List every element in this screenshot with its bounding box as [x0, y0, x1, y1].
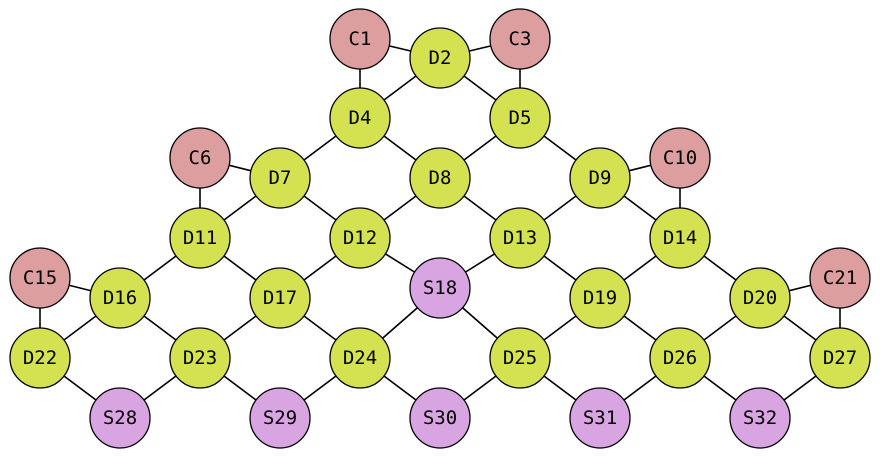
node-S29: S29: [249, 387, 311, 449]
node-circle: [809, 327, 871, 389]
node-label: S18: [423, 277, 457, 299]
node-D9: D9: [569, 147, 631, 209]
node-circle: [9, 247, 71, 309]
node-label: D8: [429, 167, 452, 189]
node-label: D19: [583, 287, 617, 309]
node-circle: [569, 267, 631, 329]
node-D5: D5: [489, 87, 551, 149]
node-label: D14: [663, 227, 697, 249]
node-circle: [249, 267, 311, 329]
node-circle: [169, 127, 231, 189]
node-circle: [329, 8, 391, 70]
node-D17: D17: [249, 267, 311, 329]
node-label: C1: [349, 28, 372, 50]
node-D13: D13: [489, 207, 551, 269]
node-circle: [489, 8, 551, 70]
node-circle: [409, 147, 471, 209]
node-label: D17: [263, 287, 297, 309]
node-C15: C15: [9, 247, 71, 309]
node-label: D25: [503, 347, 537, 369]
node-circle: [409, 257, 471, 319]
node-circle: [9, 327, 71, 389]
node-D23: D23: [169, 327, 231, 389]
node-D20: D20: [729, 267, 791, 329]
node-circle: [329, 87, 391, 149]
node-label: D22: [23, 347, 57, 369]
node-circle: [249, 147, 311, 209]
node-S31: S31: [569, 387, 631, 449]
node-D24: D24: [329, 327, 391, 389]
node-D8: D8: [409, 147, 471, 209]
node-label: C10: [663, 147, 697, 169]
node-circle: [89, 387, 151, 449]
node-circle: [89, 267, 151, 329]
node-label: C6: [189, 147, 212, 169]
node-C10: C10: [649, 127, 711, 189]
node-circle: [329, 207, 391, 269]
node-label: S29: [263, 407, 297, 429]
node-label: D23: [183, 347, 217, 369]
node-C6: C6: [169, 127, 231, 189]
node-label: D5: [509, 107, 532, 129]
node-circle: [169, 207, 231, 269]
node-label: S31: [583, 407, 617, 429]
node-circle: [489, 87, 551, 149]
node-label: C3: [509, 28, 532, 50]
node-circle: [409, 387, 471, 449]
node-S32: S32: [729, 387, 791, 449]
node-circle: [569, 147, 631, 209]
node-C3: C3: [489, 8, 551, 70]
node-label: D16: [103, 287, 137, 309]
node-D12: D12: [329, 207, 391, 269]
node-S30: S30: [409, 387, 471, 449]
node-label: D13: [503, 227, 537, 249]
node-D2: D2: [409, 27, 471, 89]
node-C21: C21: [809, 247, 871, 309]
node-circle: [729, 387, 791, 449]
node-circle: [489, 207, 551, 269]
node-label: D9: [589, 167, 612, 189]
node-circle: [569, 387, 631, 449]
node-label: S28: [103, 407, 137, 429]
node-circle: [729, 267, 791, 329]
node-circle: [169, 327, 231, 389]
node-D14: D14: [649, 207, 711, 269]
node-label: S32: [743, 407, 777, 429]
node-circle: [329, 327, 391, 389]
node-D4: D4: [329, 87, 391, 149]
node-D16: D16: [89, 267, 151, 329]
node-label: D20: [743, 287, 777, 309]
node-label: D4: [349, 107, 372, 129]
node-S18: S18: [409, 257, 471, 319]
node-label: C15: [23, 267, 57, 289]
node-S28: S28: [89, 387, 151, 449]
node-D22: D22: [9, 327, 71, 389]
node-D26: D26: [649, 327, 711, 389]
node-circle: [249, 387, 311, 449]
node-D11: D11: [169, 207, 231, 269]
node-label: D27: [823, 347, 857, 369]
node-D25: D25: [489, 327, 551, 389]
node-label: D24: [343, 347, 377, 369]
node-label: D12: [343, 227, 377, 249]
node-label: S30: [423, 407, 457, 429]
graph-edges: [39, 38, 841, 419]
node-label: D7: [269, 167, 292, 189]
node-circle: [489, 327, 551, 389]
node-label: D11: [183, 227, 217, 249]
node-circle: [649, 127, 711, 189]
node-D7: D7: [249, 147, 311, 209]
node-label: D26: [663, 347, 697, 369]
node-circle: [649, 327, 711, 389]
node-D19: D19: [569, 267, 631, 329]
node-label: C21: [823, 267, 857, 289]
node-label: D2: [429, 47, 452, 69]
node-circle: [409, 27, 471, 89]
node-circle: [649, 207, 711, 269]
node-C1: C1: [329, 8, 391, 70]
node-D27: D27: [809, 327, 871, 389]
node-circle: [809, 247, 871, 309]
